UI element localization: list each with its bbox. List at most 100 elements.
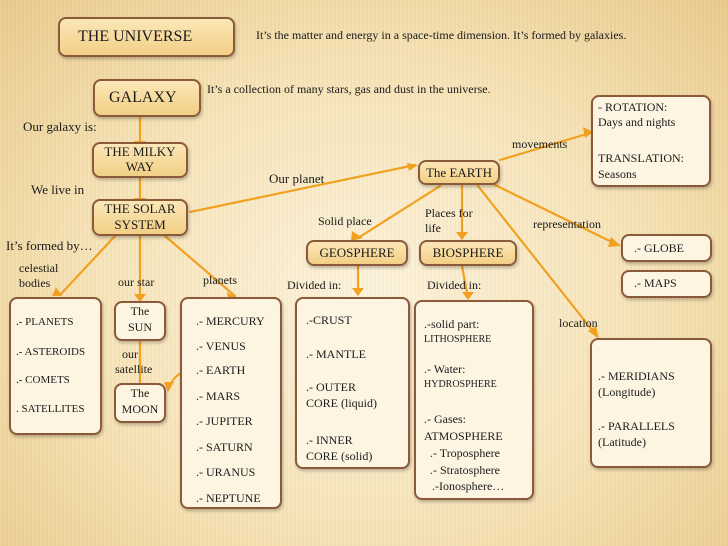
galaxy-box xyxy=(93,79,201,117)
movements-box xyxy=(591,95,711,187)
globe-label: .- GLOBE xyxy=(634,241,684,255)
planets-label: planets xyxy=(203,273,237,287)
geosphere-box xyxy=(306,240,408,266)
planets-box xyxy=(180,297,282,509)
geo-inner-core: .- INNER xyxy=(306,433,353,447)
arrowhead-geo-layers xyxy=(352,288,364,296)
divided-in-label-1: Divided in: xyxy=(287,278,342,292)
arrowhead-earth xyxy=(407,163,418,171)
our-star-label: our star xyxy=(118,275,155,289)
biosphere-title: BIOSPHERE xyxy=(432,245,504,260)
places-for-life-line-2: life xyxy=(425,221,441,235)
places-for-life-line-1: Places for xyxy=(425,206,473,220)
our-planet-label: Our planet xyxy=(269,171,325,186)
planet-mars: .- MARS xyxy=(196,389,241,403)
connector-solar-earth xyxy=(188,163,417,214)
movement-translation: TRANSLATION: xyxy=(598,151,684,165)
coord-meridians: .- MERIDIANS xyxy=(598,369,675,383)
planet-mercury: .- MERCURY xyxy=(196,314,265,328)
maps-box xyxy=(621,270,712,298)
milky-way-line-2: WAY xyxy=(125,159,155,174)
coord-longitude: (Longitude) xyxy=(598,385,656,399)
solar-system-box xyxy=(92,199,188,236)
arrowhead-representation xyxy=(608,237,621,247)
galaxy-definition: It’s a collection of many stars, gas and… xyxy=(207,82,491,96)
moon-line-1: The xyxy=(130,386,150,400)
milky-way-line-1: THE MILKY xyxy=(104,144,176,159)
planet-jupiter: .- JUPITER xyxy=(196,414,253,428)
solid-place-label: Solid place xyxy=(318,214,372,228)
divided-in-label-2: Divided in: xyxy=(427,278,482,292)
solar-system-line-1: THE SOLAR xyxy=(104,201,176,216)
bio-hydrosphere: HYDROSPHERE xyxy=(424,379,497,390)
celestial-asteroids: .- ASTEROIDS xyxy=(16,346,86,358)
movements-label: movements xyxy=(512,137,568,151)
coord-parallels: .- PARALLELS xyxy=(598,419,675,433)
planet-venus: .- VENUS xyxy=(196,339,246,353)
celestial-satellites: . SATELLITES xyxy=(16,403,85,415)
representation-label: representation xyxy=(533,217,601,231)
arrowhead-celestial xyxy=(52,287,62,296)
formed-by-label: It’s formed by… xyxy=(6,238,93,253)
our-galaxy-label: Our galaxy is: xyxy=(23,119,97,134)
celestial-bodies-line-1: celestial xyxy=(19,261,59,275)
earth-box xyxy=(418,160,500,185)
solar-system-line-2: SYSTEM xyxy=(114,217,166,232)
arrowhead-location xyxy=(588,326,599,339)
bio-atmosphere: ATMOSPHERE xyxy=(424,429,503,443)
milky-way-box xyxy=(92,142,188,178)
sun-box xyxy=(114,301,166,341)
geo-layers-box xyxy=(295,297,410,469)
universe-definition: It’s the matter and energy in a space-ti… xyxy=(256,28,627,42)
globe-box xyxy=(621,234,712,262)
bio-water: .- Water: xyxy=(424,362,466,376)
geo-outer-core-state: CORE (liquid) xyxy=(306,396,377,410)
arrowhead-biosphere xyxy=(456,232,468,240)
geo-crust: .-CRUST xyxy=(306,313,352,327)
planet-neptune: .- NEPTUNE xyxy=(196,491,261,505)
arrowhead-bio-parts xyxy=(462,292,474,300)
moon-box xyxy=(114,383,166,423)
geo-mantle: .- MANTLE xyxy=(306,347,366,361)
bio-troposphere: .- Troposphere xyxy=(430,446,501,460)
celestial-planets: .- PLANETS xyxy=(16,316,74,328)
coord-latitude: (Latitude) xyxy=(598,435,646,449)
bio-ionosphere: .-Ionosphere… xyxy=(432,479,505,493)
geo-inner-core-state: CORE (solid) xyxy=(306,449,373,463)
coordinates-box xyxy=(590,338,712,468)
bio-stratosphere: .- Stratosphere xyxy=(430,463,500,477)
arrowhead-moon xyxy=(164,382,174,392)
maps-label: .- MAPS xyxy=(634,276,677,290)
connector-earth-representation xyxy=(493,183,620,247)
biosphere-box xyxy=(419,240,517,266)
planet-saturn: .- SATURN xyxy=(196,440,253,454)
connector-earth-geosphere xyxy=(356,184,442,240)
location-label: location xyxy=(559,316,598,330)
galaxy-title: GALAXY xyxy=(109,89,177,106)
our-satellite-line-1: our xyxy=(122,347,138,361)
geosphere-title: GEOSPHERE xyxy=(319,245,395,260)
universe-title: THE UNIVERSE xyxy=(78,28,193,45)
connector-solar-planets xyxy=(163,234,237,298)
movement-translation-effect: Seasons xyxy=(598,167,637,181)
connector-earth-location xyxy=(476,184,598,337)
connector-solar-celestial xyxy=(58,234,117,297)
planet-uranus: .- URANUS xyxy=(196,465,256,479)
movement-rotation-effect: Days and nights xyxy=(598,115,676,129)
celestial-bodies-line-2: bodies xyxy=(19,276,51,290)
we-live-in-label: We live in xyxy=(31,182,85,197)
moon-line-2: MOON xyxy=(121,402,159,416)
celestial-bodies-box xyxy=(9,297,102,435)
celestial-comets: .- COMETS xyxy=(16,374,70,386)
sun-line-2: SUN xyxy=(127,320,152,334)
movement-rotation: - ROTATION: xyxy=(598,100,668,114)
bio-gases: .- Gases: xyxy=(424,412,466,426)
earth-title: The EARTH xyxy=(425,165,492,180)
bio-solid: .-solid part: xyxy=(424,317,480,331)
arrowhead-sun xyxy=(134,294,146,302)
our-satellite-line-2: satellite xyxy=(115,362,153,376)
bio-lithosphere: LITHOSPHERE xyxy=(424,334,492,345)
arrowhead-geosphere xyxy=(351,231,363,241)
sun-line-1: The xyxy=(130,304,150,318)
